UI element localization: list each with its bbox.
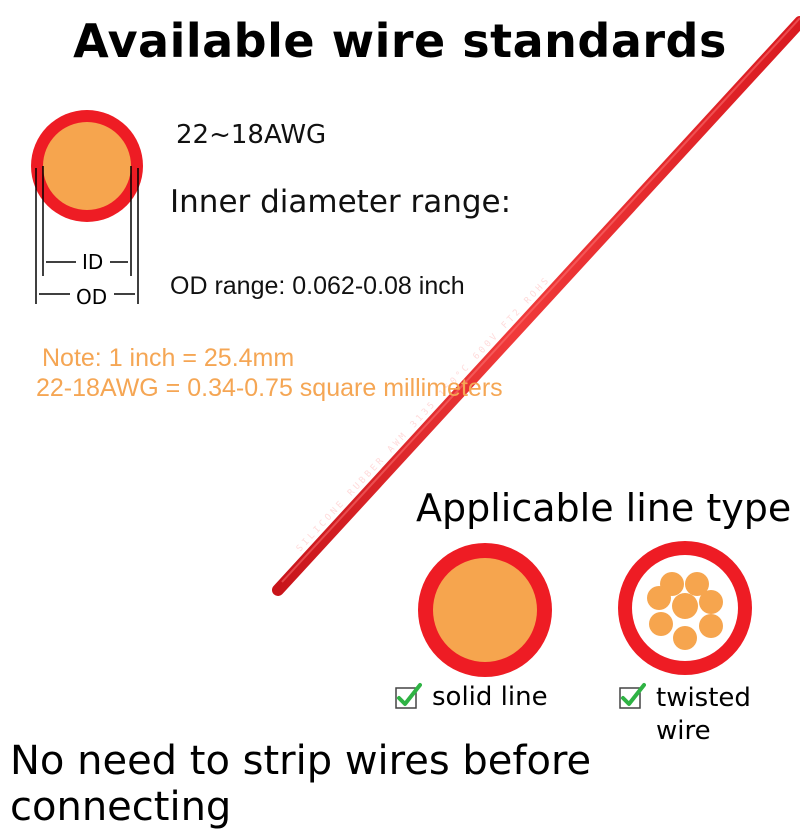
note-inch-conversion: Note: 1 inch = 25.4mm xyxy=(42,344,295,372)
twisted-wire-label: twisted wire xyxy=(656,682,751,748)
solid-line-icon xyxy=(418,543,552,677)
applicable-line-type-heading: Applicable line type xyxy=(416,486,792,530)
inner-diameter-text: Inner diameter range: xyxy=(170,184,512,220)
red-wire-image: SILICONE RUBBER AWM 3135 150°C 600V FT2 … xyxy=(272,16,800,596)
twisted-wire-label-line1: twisted xyxy=(656,683,751,713)
checkbox-check-icon xyxy=(619,683,646,709)
wire-cross-section-diagram xyxy=(31,110,143,304)
page-title: Available wire standards xyxy=(73,14,727,68)
footer-text: No need to strip wires before connecting xyxy=(10,738,592,830)
conductor-core xyxy=(43,122,131,210)
twisted-wire-icon xyxy=(618,541,752,675)
awg-range-text: 22~18AWG xyxy=(176,120,327,150)
twisted-wire-label-line2: wire xyxy=(656,716,711,746)
od-range-text: OD range: 0.062-0.08 inch xyxy=(170,272,465,300)
id-dimension-label: ID xyxy=(82,250,104,274)
checkbox-check-icon xyxy=(395,683,422,709)
od-dimension-label: OD xyxy=(76,285,108,309)
note-awg-conversion: 22-18AWG = 0.34-0.75 square millimeters xyxy=(36,374,503,402)
solid-line-label: solid line xyxy=(432,682,548,712)
